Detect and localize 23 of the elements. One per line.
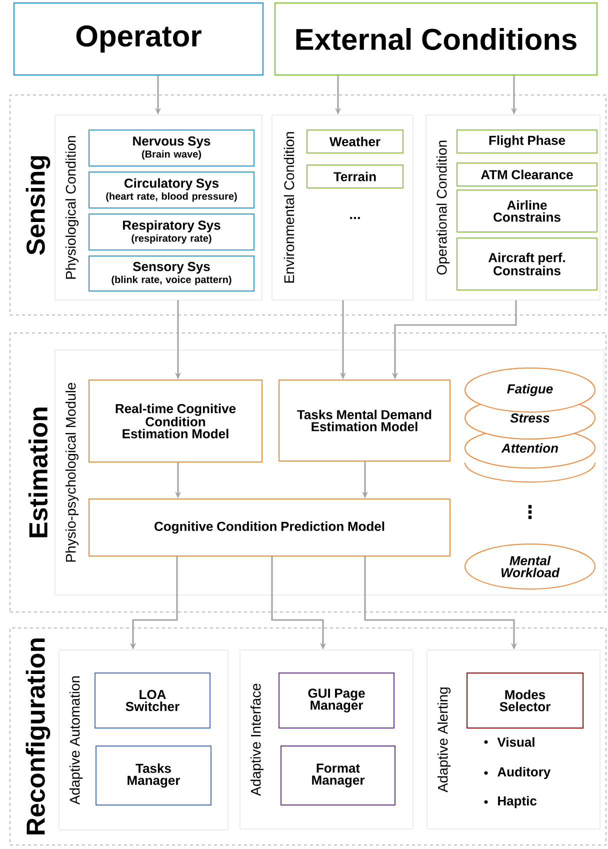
- condition-box: ATM Clearance: [456, 162, 598, 186]
- ellipsis-mark: ⋮: [528, 505, 532, 519]
- condition-box: Weather: [306, 130, 404, 154]
- condition-box: Sensory Sys (blink rate, voice pattern): [88, 256, 254, 292]
- component-box: LOA Switcher: [94, 672, 210, 728]
- model-box: Real-time Cognitive Condition Estimation Model: [88, 380, 262, 462]
- title-box: Operator: [13, 2, 264, 76]
- condition-box: Terrain: [306, 164, 404, 188]
- component-box: GUI Page Manager: [278, 672, 394, 728]
- node-label: Stress: [510, 413, 550, 423]
- condition-box: Nervous Sys (Brain wave): [88, 130, 254, 166]
- model-box: Tasks Mental Demand Estimation Model: [278, 380, 450, 462]
- node-label: Fatigue: [507, 384, 553, 396]
- component-box: Tasks Manager: [96, 746, 212, 806]
- component-box: Modes Selector: [466, 672, 584, 728]
- condition-box: Circulatory Sys (heart rate, blood pressure): [88, 172, 254, 208]
- title-box: External Conditions: [274, 2, 598, 76]
- condition-box: Aircraft perf. Constrains: [456, 238, 598, 290]
- condition-box: Respiratory Sys (respiratory rate): [88, 214, 254, 250]
- condition-box: Airline Constrains: [456, 190, 598, 232]
- condition-box: Flight Phase: [456, 130, 598, 154]
- component-box: Format Manager: [280, 746, 396, 806]
- model-box: Cognitive Condition Prediction Model: [88, 498, 450, 556]
